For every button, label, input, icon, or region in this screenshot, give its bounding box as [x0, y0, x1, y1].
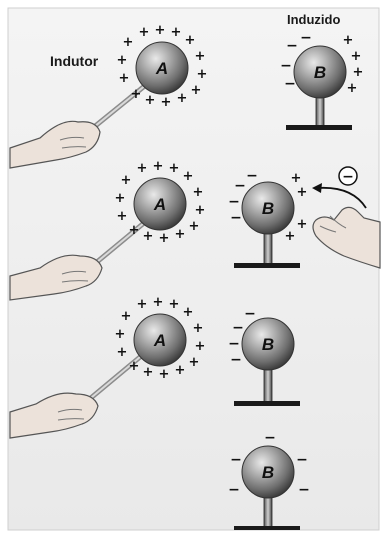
svg-text:+: + [159, 231, 170, 246]
svg-text:+: + [291, 171, 302, 186]
svg-text:+: + [129, 359, 140, 374]
svg-text:+: + [119, 71, 130, 86]
svg-text:−: − [298, 482, 310, 498]
svg-text:+: + [175, 227, 186, 242]
svg-text:−: − [296, 452, 308, 468]
svg-text:+: + [123, 35, 134, 50]
svg-text:+: + [297, 217, 308, 232]
sphere-a: A [136, 42, 188, 94]
svg-text:−: − [232, 320, 244, 336]
sphere-b-label: B [262, 199, 274, 218]
svg-text:+: + [115, 327, 126, 342]
svg-text:+: + [139, 25, 150, 40]
svg-text:+: + [297, 185, 308, 200]
svg-text:+: + [145, 93, 156, 108]
svg-text:−: − [280, 58, 292, 74]
svg-text:−: − [228, 482, 240, 498]
svg-text:+: + [153, 295, 164, 310]
svg-text:+: + [195, 49, 206, 64]
svg-text:+: + [347, 81, 358, 96]
svg-text:+: + [193, 321, 204, 336]
svg-text:+: + [121, 309, 132, 324]
sphere-b-label: B [262, 335, 274, 354]
svg-text:+: + [129, 223, 140, 238]
svg-text:−: − [286, 38, 298, 54]
sphere-b-label: B [314, 63, 326, 82]
svg-text:+: + [121, 173, 132, 188]
svg-text:+: + [343, 33, 354, 48]
svg-text:+: + [115, 191, 126, 206]
svg-text:+: + [191, 83, 202, 98]
svg-text:+: + [183, 305, 194, 320]
sphere-a-label: A [153, 331, 166, 350]
svg-text:+: + [171, 25, 182, 40]
svg-text:+: + [159, 367, 170, 382]
svg-text:−: − [228, 336, 240, 352]
svg-text:+: + [183, 169, 194, 184]
svg-text:+: + [195, 339, 206, 354]
svg-text:+: + [195, 203, 206, 218]
svg-text:+: + [185, 33, 196, 48]
svg-text:−: − [246, 168, 258, 184]
svg-text:+: + [155, 23, 166, 38]
sphere-b-label: B [262, 463, 274, 482]
sphere-a-label: A [155, 59, 168, 78]
svg-text:−: − [228, 194, 240, 210]
svg-text:−: − [230, 210, 242, 226]
svg-text:+: + [161, 95, 172, 110]
svg-text:−: − [300, 30, 312, 46]
svg-text:+: + [189, 355, 200, 370]
svg-text:+: + [169, 161, 180, 176]
svg-text:+: + [153, 159, 164, 174]
svg-text:+: + [169, 297, 180, 312]
svg-text:+: + [197, 67, 208, 82]
svg-text:+: + [193, 185, 204, 200]
svg-text:+: + [177, 91, 188, 106]
inductor-label: Indutor [50, 53, 99, 69]
svg-text:−: − [244, 306, 256, 322]
induced-label: Induzido [287, 12, 340, 27]
sphere-a: A [134, 178, 186, 230]
sphere-a: A [134, 314, 186, 366]
svg-text:−: − [234, 178, 246, 194]
svg-text:−: − [230, 352, 242, 368]
svg-text:+: + [175, 363, 186, 378]
svg-text:+: + [189, 219, 200, 234]
svg-text:+: + [353, 65, 364, 80]
electron-symbol: − [342, 169, 354, 185]
svg-text:+: + [117, 345, 128, 360]
svg-text:+: + [137, 297, 148, 312]
svg-text:+: + [285, 229, 296, 244]
svg-text:+: + [143, 365, 154, 380]
svg-text:−: − [264, 430, 276, 446]
svg-text:+: + [117, 209, 128, 224]
svg-text:+: + [137, 161, 148, 176]
svg-text:+: + [351, 49, 362, 64]
svg-text:+: + [143, 229, 154, 244]
sphere-a-label: A [153, 195, 166, 214]
svg-text:+: + [131, 87, 142, 102]
svg-text:−: − [230, 452, 242, 468]
svg-text:+: + [117, 53, 128, 68]
svg-text:−: − [284, 76, 296, 92]
